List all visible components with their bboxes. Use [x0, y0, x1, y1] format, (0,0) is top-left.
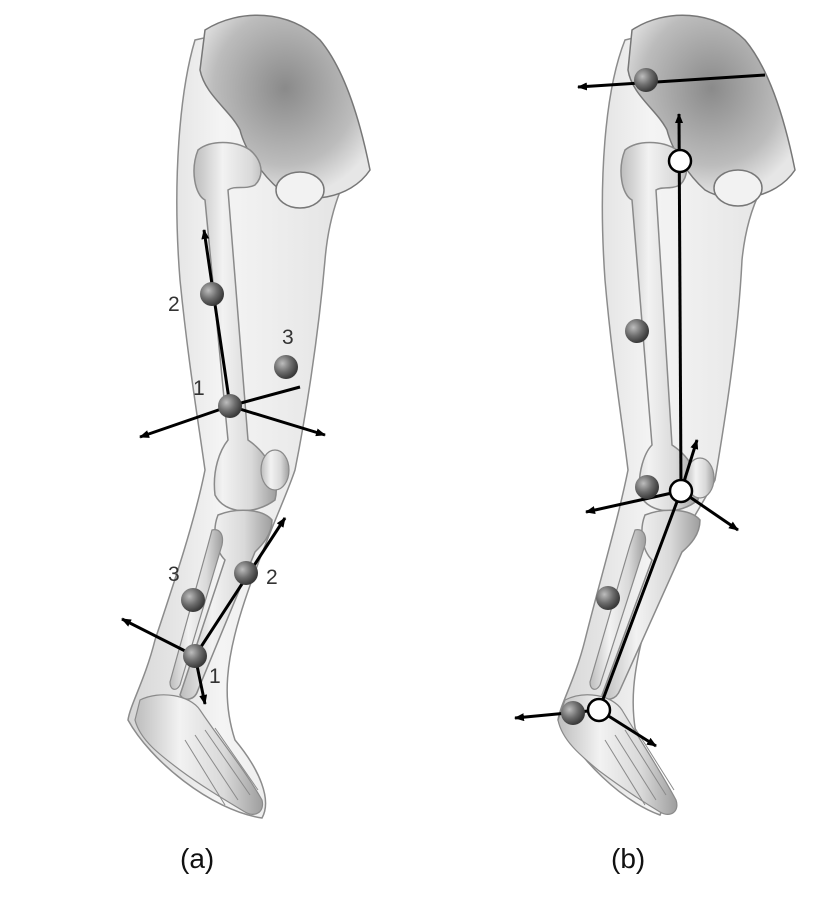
- shank-marker-1: [183, 644, 207, 668]
- femur-marker-3: [274, 355, 298, 379]
- shank-marker: [596, 586, 620, 610]
- knee-joint-center: [670, 480, 692, 502]
- shank-marker-3: [181, 588, 205, 612]
- shank-marker-2: [234, 561, 258, 585]
- obturator-b: [714, 170, 762, 206]
- knee-marker: [635, 475, 659, 499]
- shank-label-3: 3: [168, 563, 180, 586]
- hip-joint-center: [669, 150, 691, 172]
- caption-a: (a): [180, 843, 214, 874]
- caption-b: (b): [611, 843, 645, 874]
- ankle-joint-center: [588, 699, 610, 721]
- femur-marker-2: [200, 282, 224, 306]
- ankle-marker: [561, 701, 585, 725]
- panel-a: 2 3 1 3 2 1 (a): [122, 15, 370, 874]
- patella-a: [261, 450, 289, 490]
- femur-label-1: 1: [193, 377, 205, 400]
- shank-label-1: 1: [209, 665, 221, 688]
- shank-label-2: 2: [266, 566, 278, 589]
- obturator-a: [276, 172, 324, 208]
- femur-label-3: 3: [282, 326, 294, 349]
- femur-label-2: 2: [168, 293, 180, 316]
- thigh-marker: [625, 319, 649, 343]
- femur-marker-1: [218, 394, 242, 418]
- panel-b: (b): [515, 15, 795, 874]
- pelvis-marker: [634, 68, 658, 92]
